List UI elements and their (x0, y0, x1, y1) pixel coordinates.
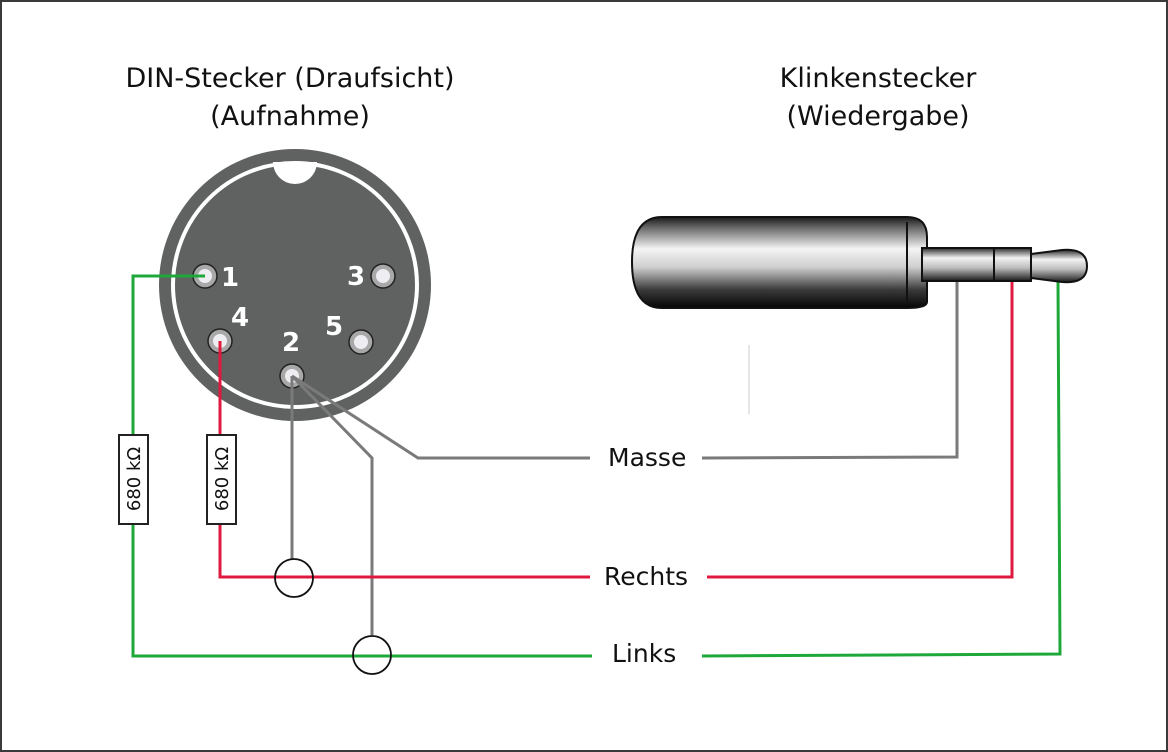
din-connector: 1 2 3 4 5 (159, 149, 431, 421)
ground-wire-masse-right (701, 272, 959, 460)
left-channel-wires (131, 274, 1062, 658)
jack-sleeve-contact (921, 247, 995, 282)
right-wire-to-jack-ring (707, 277, 1014, 579)
pin-label-2: 2 (282, 328, 300, 358)
jack-ring-contact (993, 247, 1032, 282)
din-title: DIN-Stecker (Draufsicht) (Aufnahme) (100, 60, 480, 136)
din-title-line1: DIN-Stecker (Draufsicht) (125, 63, 455, 94)
ground-wire-masse-left (291, 374, 590, 460)
resistor-left-label: 680 kΩ (124, 447, 145, 512)
pin-label-3: 3 (347, 262, 365, 292)
jack-sleeve-housing (630, 216, 928, 309)
right-wire-resistor-to-label (218, 524, 590, 579)
jack-tip-contact (1030, 248, 1089, 284)
pin-label-1: 1 (221, 263, 239, 293)
jack-plug (630, 216, 1089, 309)
din-title-line2: (Aufnahme) (210, 101, 370, 132)
pin-label-4: 4 (231, 303, 249, 333)
din-key-notch (273, 162, 317, 184)
pin-label-5: 5 (325, 312, 343, 342)
left-wire-pin1-to-resistor (131, 274, 205, 435)
jack-title: Klinkenstecker (Wiedergabe) (728, 60, 1028, 136)
resistor-right: 680 kΩ (206, 434, 237, 525)
din-pin-5 (348, 329, 374, 355)
shield-circle-left (352, 635, 392, 675)
resistor-left: 680 kΩ (118, 434, 149, 525)
left-wire-resistor-to-label (131, 524, 592, 658)
wire-label-masse: Masse (598, 441, 697, 475)
wire-label-rechts: Rechts (594, 560, 699, 594)
resistor-right-label: 680 kΩ (212, 447, 233, 512)
left-wire-to-jack-tip (701, 281, 1062, 658)
right-channel-wires (218, 277, 1014, 579)
jack-title-line2: (Wiedergabe) (786, 101, 970, 132)
jack-title-line1: Klinkenstecker (779, 63, 977, 94)
shield-circle-right (274, 558, 314, 598)
wire-label-links: Links (602, 637, 687, 671)
din-pin-3 (370, 263, 396, 289)
